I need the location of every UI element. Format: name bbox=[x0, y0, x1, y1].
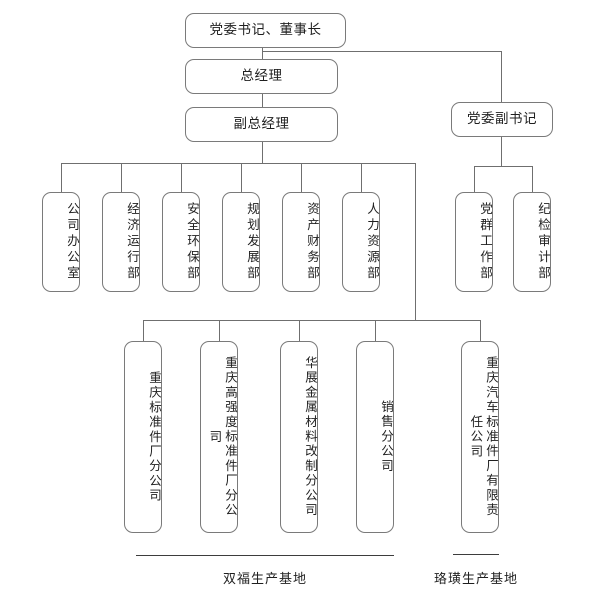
drop-line-dept-5 bbox=[301, 163, 302, 192]
connector-branch-down-to-party-secretary bbox=[501, 51, 502, 102]
base-rule-2 bbox=[453, 554, 499, 555]
node-party-department-2[interactable]: 纪检审计部 bbox=[513, 192, 551, 292]
drop-line-subsidiary-5 bbox=[480, 320, 481, 341]
node-department-1[interactable]: 公司办公室 bbox=[42, 192, 80, 292]
party-department-bus-line bbox=[474, 166, 533, 167]
node-department-2[interactable]: 经济运行部 bbox=[102, 192, 140, 292]
drop-line-subsidiary-1 bbox=[143, 320, 144, 341]
node-department-6[interactable]: 人力资源部 bbox=[342, 192, 380, 292]
drop-line-party-dept-1 bbox=[474, 166, 475, 192]
node-department-4[interactable]: 规划发展部 bbox=[222, 192, 260, 292]
drop-line-subsidiary-2 bbox=[219, 320, 220, 341]
drop-line-dept-4 bbox=[241, 163, 242, 192]
node-general-manager[interactable]: 总经理 bbox=[185, 59, 338, 94]
drop-line-dept-3 bbox=[181, 163, 182, 192]
drop-line-subsidiary-4 bbox=[375, 320, 376, 341]
department-bus-line bbox=[61, 163, 416, 164]
connector-chairman-to-gm bbox=[262, 48, 263, 59]
connector-party-secretary-to-bus bbox=[501, 137, 502, 166]
drop-line-dept-2 bbox=[121, 163, 122, 192]
base-label-1: 双福生产基地 bbox=[222, 571, 307, 586]
connector-chairman-to-party-branch bbox=[262, 51, 502, 52]
connector-dgm-to-subsidiary-bus bbox=[415, 163, 416, 320]
node-subsidiary-2[interactable]: 重庆高强度标准件厂分公司 bbox=[200, 341, 238, 533]
node-party-department-1[interactable]: 党群工作部 bbox=[455, 192, 493, 292]
base-label-2: 珞璜生产基地 bbox=[433, 571, 518, 586]
connector-gm-to-dgm bbox=[262, 94, 263, 107]
node-department-3[interactable]: 安全环保部 bbox=[162, 192, 200, 292]
node-chairman[interactable]: 党委书记、董事长 bbox=[185, 13, 346, 48]
node-deputy-party-secretary[interactable]: 党委副书记 bbox=[451, 102, 553, 137]
drop-line-party-dept-2 bbox=[532, 166, 533, 192]
drop-line-subsidiary-3 bbox=[299, 320, 300, 341]
subsidiary-bus-line bbox=[143, 320, 481, 321]
node-department-5[interactable]: 资产财务部 bbox=[282, 192, 320, 292]
drop-line-dept-6 bbox=[361, 163, 362, 192]
connector-dgm-to-department-bus bbox=[262, 142, 263, 163]
node-subsidiary-1[interactable]: 重庆标准件厂分公司 bbox=[124, 341, 162, 533]
base-rule-1 bbox=[136, 555, 394, 556]
drop-line-dept-1 bbox=[61, 163, 62, 192]
node-subsidiary-5[interactable]: 重庆汽车标准件厂有限责任公司 bbox=[461, 341, 499, 533]
node-subsidiary-3[interactable]: 华展金属材料改制分公司 bbox=[280, 341, 318, 533]
node-subsidiary-4[interactable]: 销售分公司 bbox=[356, 341, 394, 533]
node-deputy-general-manager[interactable]: 副总经理 bbox=[185, 107, 338, 142]
